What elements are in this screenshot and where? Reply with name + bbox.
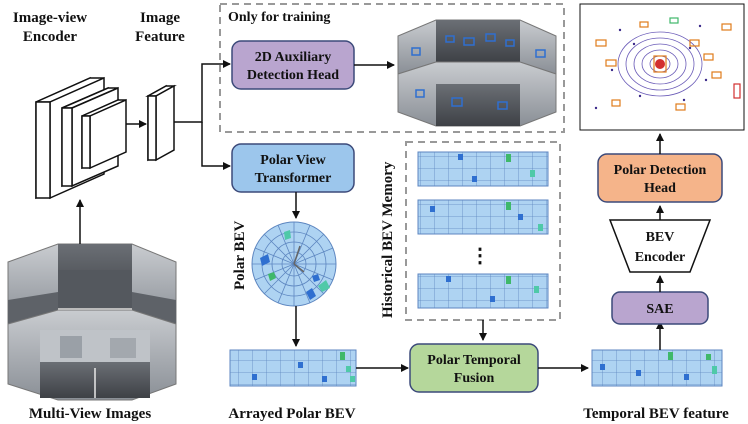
historical-bev-memory-label: Historical BEV Memory [380, 161, 396, 318]
polar-view-transformer-box [231, 143, 355, 193]
view-transformer-label-line1: Polar View [260, 153, 326, 168]
fusion-label-line2: Fusion [454, 371, 495, 386]
image-feature-block [145, 84, 177, 162]
history-bev-grid-1 [417, 151, 549, 187]
training-only-label: Only for training [228, 10, 330, 25]
detection-result-view [579, 3, 745, 131]
image-feature-label-line1: Image [140, 10, 180, 26]
training-only-region [219, 3, 565, 133]
temporal-bev-feature-label: Temporal BEV feature [583, 406, 729, 422]
fusion-label-line1: Polar Temporal [427, 353, 521, 368]
history-bev-grid-3 [417, 273, 549, 309]
history-bev-grid-2 [417, 199, 549, 235]
arrow-feature-to-view-transformer [201, 122, 231, 170]
image-view-encoder-stack [35, 76, 127, 200]
bev-encoder-label-line1: BEV [646, 230, 675, 245]
multi-view-images [7, 243, 177, 401]
temporal-bev-feature-grid [591, 349, 723, 387]
multi-view-images-label: Multi-View Images [29, 406, 151, 422]
aux-head-label-line2: Detection Head [247, 68, 339, 83]
aux-detection-output-images [397, 19, 557, 127]
sae-label: SAE [646, 302, 673, 317]
view-transformer-label-line2: Transformer [255, 171, 332, 186]
polar-bev-circle [251, 221, 337, 307]
aux-head-label-line1: 2D Auxiliary [255, 50, 332, 65]
bev-encoder-trapezoid [608, 219, 712, 273]
image-feature-label-line2: Feature [135, 29, 185, 45]
bev-encoder-label-line2: Encoder [635, 250, 686, 265]
detection-head-label-line1: Polar Detection [614, 163, 707, 178]
arrayed-polar-bev-label: Arrayed Polar BEV [228, 406, 355, 422]
polar-bev-label: Polar BEV [232, 221, 248, 290]
encoder-label-line2: Encoder [23, 29, 78, 45]
arrayed-polar-bev-grid [229, 349, 357, 387]
encoder-label-line1: Image-view [13, 10, 87, 26]
history-ellipsis: ⋮ [470, 245, 490, 267]
detection-head-label-line2: Head [644, 181, 676, 196]
arrow-feature-to-aux-head [174, 60, 231, 123]
